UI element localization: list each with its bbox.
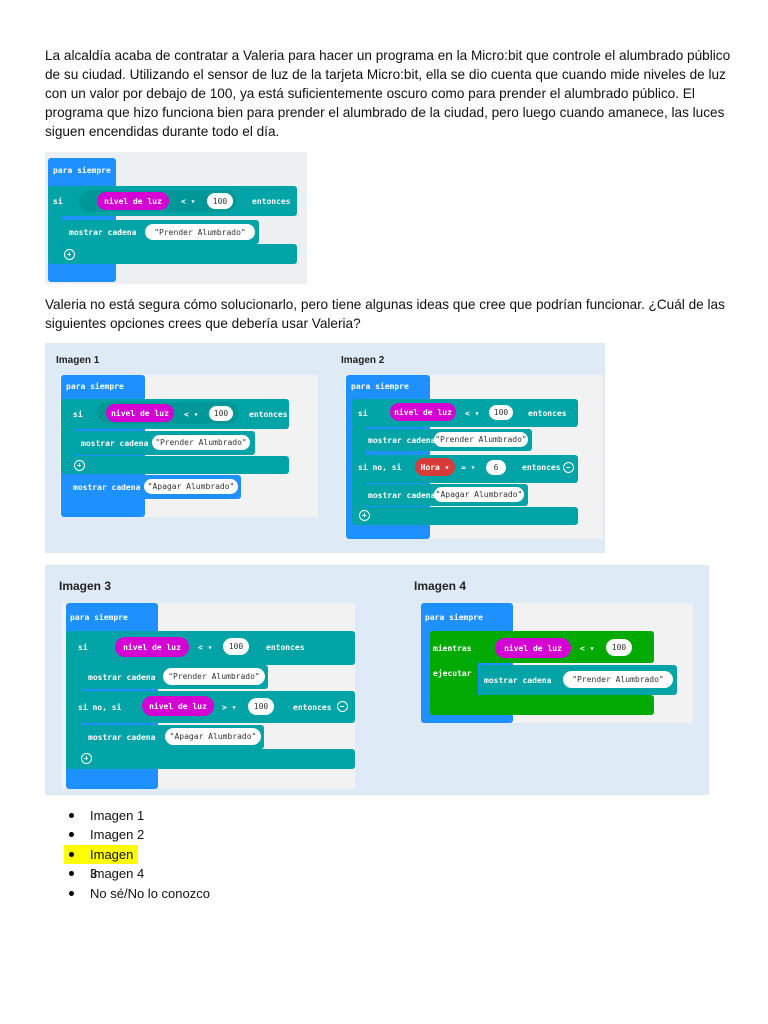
value-6-field[interactable]: 6 (486, 460, 506, 475)
then-label: entonces (252, 197, 291, 206)
then-label: entonces (249, 410, 288, 419)
show-string-label: mostrar cadena (81, 439, 149, 448)
then-label: entonces (522, 463, 561, 472)
bullet-icon (69, 890, 74, 896)
while-block-body (430, 661, 478, 697)
if-label: si (53, 197, 63, 206)
then-label: entonces (293, 703, 332, 712)
option-1[interactable]: Imagen 1 (68, 806, 210, 825)
operator-dropdown[interactable]: < ▾ (181, 197, 196, 206)
if-label: si (73, 410, 83, 419)
add-else-icon[interactable] (74, 460, 85, 471)
equals-operator[interactable]: = ▾ (461, 463, 476, 472)
value-100-field[interactable]: 100 (248, 698, 274, 715)
while-label: mientras (433, 644, 472, 653)
option-3-highlighted[interactable]: Imagen 3 (64, 844, 138, 881)
light-level-reporter[interactable]: nivel de luz (106, 404, 174, 422)
if-block-footer (352, 507, 578, 525)
if-block-footer (66, 749, 355, 769)
show-string-label: mostrar cadena (368, 436, 436, 445)
image-3-title: Imagen 3 (59, 579, 112, 593)
else-if-label: si no, si (358, 463, 402, 472)
turn-on-string[interactable]: "Prender Alumbrado" (145, 224, 255, 240)
else-if-label: si no, si (78, 703, 122, 712)
show-string-label: mostrar cadena (73, 483, 141, 492)
forever-label: para siempre (425, 613, 483, 622)
if-block (352, 399, 578, 427)
images-3-4-panel: Imagen 3 Imagen 4 para siempre si nivel … (45, 565, 709, 795)
value-100-field[interactable]: 100 (209, 406, 233, 421)
option-5[interactable]: No sé/No lo conozco (68, 884, 210, 903)
question-paragraph: Valeria no está segura cómo solucionarlo… (45, 297, 725, 331)
add-else-icon[interactable] (64, 249, 75, 260)
original-program: para siempre si nivel de luz < ▾ 100 ent… (45, 152, 307, 284)
turn-on-string[interactable]: "Prender Alumbrado" (152, 435, 250, 450)
then-label: entonces (266, 643, 305, 652)
if-block-body (48, 216, 62, 248)
forever-label: para siempre (351, 382, 409, 391)
if-block-body (61, 429, 75, 457)
image-1-title: Imagen 1 (56, 355, 100, 366)
hour-reporter[interactable]: Hora ▾ (415, 458, 455, 476)
if-block-footer (61, 456, 289, 474)
remove-else-if-icon[interactable] (563, 462, 574, 473)
while-block-footer (430, 695, 654, 715)
intro-paragraph: La alcaldía acaba de contratar a Valeria… (45, 48, 731, 139)
forever-label: para siempre (53, 166, 111, 175)
turn-off-string[interactable]: "Apagar Alumbrado" (165, 728, 261, 745)
if-block (66, 631, 355, 665)
turn-on-string[interactable]: "Prender Alumbrado" (163, 668, 265, 685)
if-block-footer (48, 244, 297, 264)
value-100-field[interactable]: 100 (207, 193, 233, 209)
show-string-label: mostrar cadena (69, 228, 137, 237)
value-100-field[interactable]: 100 (606, 639, 632, 656)
forever-label: para siempre (66, 382, 124, 391)
bullet-icon (69, 871, 74, 877)
turn-off-string[interactable]: "Apagar Alumbrado" (434, 487, 524, 502)
remove-else-if-icon[interactable] (337, 701, 348, 712)
operator-dropdown[interactable]: > ▾ (222, 703, 237, 712)
image-2-title: Imagen 2 (341, 355, 385, 366)
light-level-reporter[interactable]: nivel de luz (97, 192, 169, 210)
add-else-icon[interactable] (81, 753, 92, 764)
else-if-row (352, 455, 578, 483)
light-level-reporter[interactable]: nivel de luz (115, 637, 189, 657)
do-label: ejecutar (433, 669, 472, 678)
option-4[interactable]: Imagen 4 (68, 864, 210, 883)
show-string-label: mostrar cadena (484, 676, 552, 685)
show-string-label: mostrar cadena (88, 733, 156, 742)
option-2[interactable]: Imagen 2 (68, 825, 210, 844)
bullet-icon (69, 813, 74, 818)
if-label: si (78, 643, 88, 652)
turn-on-string[interactable]: "Prender Alumbrado" (563, 671, 673, 688)
bullet-icon (69, 832, 74, 838)
turn-on-string[interactable]: "Prender Alumbrado" (434, 432, 528, 447)
image-4-title: Imagen 4 (414, 579, 467, 593)
forever-label: para siempre (70, 613, 128, 622)
light-level-reporter[interactable]: nivel de luz (495, 638, 571, 658)
light-level-reporter[interactable]: nivel de luz (390, 403, 456, 421)
show-string-label: mostrar cadena (88, 673, 156, 682)
operator-dropdown[interactable]: < ▾ (465, 409, 480, 418)
images-1-2-panel: Imagen 1 Imagen 2 para siempre si nivel … (45, 343, 605, 553)
value-100-field[interactable]: 100 (223, 638, 249, 655)
turn-off-string[interactable]: "Apagar Alumbrado" (144, 479, 238, 494)
then-label: entonces (528, 409, 567, 418)
show-string-label: mostrar cadena (368, 491, 436, 500)
add-else-icon[interactable] (359, 510, 370, 521)
operator-dropdown[interactable]: < ▾ (184, 410, 199, 419)
bullet-icon (69, 851, 74, 857)
value-100-field[interactable]: 100 (489, 405, 513, 420)
light-level-reporter[interactable]: nivel de luz (142, 696, 214, 716)
operator-dropdown[interactable]: < ▾ (580, 644, 595, 653)
answer-options: Imagen 1 Imagen 2 Imagen 3 Imagen 4 No s… (64, 806, 210, 903)
operator-dropdown[interactable]: < ▾ (198, 643, 213, 652)
if-label: si (358, 409, 368, 418)
